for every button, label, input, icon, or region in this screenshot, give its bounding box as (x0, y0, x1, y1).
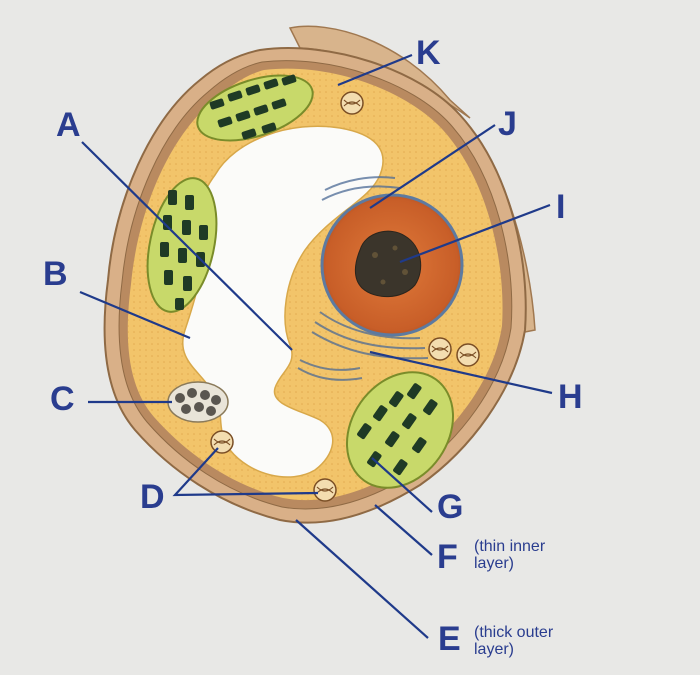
label-B: B (43, 255, 68, 293)
endoplasmic-reticulum (297, 176, 429, 381)
leader-B (79, 290, 191, 340)
label-I: I (556, 188, 566, 226)
label-A: A (56, 106, 81, 144)
mitochondria (210, 91, 480, 502)
note-E-line1: (thick outer (474, 624, 554, 641)
nucleolus (354, 230, 422, 298)
leader-K (337, 53, 413, 87)
leader-J (369, 124, 496, 209)
label-H: H (558, 378, 583, 416)
central-vacuole (182, 125, 384, 478)
note-E-line2: layer) (474, 641, 515, 658)
leader-A (81, 141, 293, 351)
chloroplast-top (196, 74, 314, 142)
leader-G (371, 457, 433, 513)
leader-lines (79, 53, 553, 639)
chloroplast-left (146, 177, 218, 313)
label-J: J (498, 105, 517, 143)
leader-D (172, 447, 319, 497)
note-F-line1: (thin inner (474, 538, 546, 555)
granular-inclusion (167, 381, 229, 423)
label-C: C (50, 380, 75, 418)
label-D: D (140, 478, 165, 516)
label-F: F (437, 538, 458, 576)
label-K: K (416, 34, 441, 72)
note-F-line2: layer) (474, 555, 515, 572)
leader-E (295, 519, 429, 639)
leader-F (374, 504, 433, 556)
label-E: E (438, 620, 461, 658)
label-G: G (437, 488, 464, 526)
leader-I (399, 203, 551, 264)
leader-H (369, 350, 553, 395)
note-F: (thin inner layer) (474, 538, 545, 572)
note-E: (thick outer layer) (474, 624, 553, 658)
